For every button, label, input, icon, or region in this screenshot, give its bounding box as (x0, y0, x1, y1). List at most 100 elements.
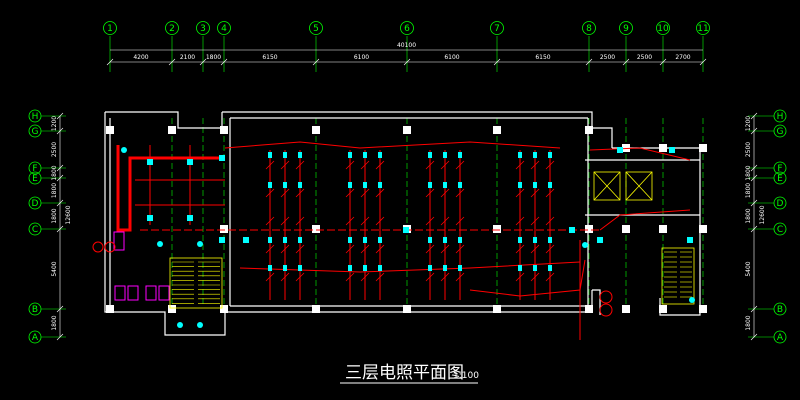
dimension-tick (622, 58, 630, 66)
light-fixture (548, 182, 552, 188)
light-fixture (363, 152, 367, 158)
stair-treads (172, 251, 692, 304)
plan-title: 三层电照平面图 (345, 363, 464, 383)
return-feeder (469, 259, 586, 297)
light-fixture (363, 265, 367, 271)
light-fixture (597, 237, 603, 243)
axis-label: 8 (586, 24, 592, 34)
side-total-dimension-text: 12600 (759, 205, 766, 224)
ceiling-light (197, 322, 203, 328)
light-fixture (518, 237, 522, 243)
switch-tick (345, 272, 355, 282)
light-fixture (518, 265, 522, 271)
axis-label: H (777, 112, 784, 122)
switch-tick (515, 160, 525, 170)
light-fixture (518, 152, 522, 158)
switch-tick (455, 216, 465, 226)
switch-tick (455, 272, 465, 282)
light-fixture (298, 237, 302, 243)
switch-tick (545, 188, 555, 198)
axis-label: 4 (221, 24, 227, 34)
switch-tick (425, 244, 435, 254)
lower-feeder (239, 261, 581, 273)
switch-tick (375, 188, 385, 198)
side-dimension-text: 1800 (745, 183, 752, 198)
axis-label: F (32, 164, 37, 174)
switch-tick (295, 188, 305, 198)
switch-tick (455, 160, 465, 170)
light-fixture (348, 237, 352, 243)
column-marker (220, 126, 228, 134)
axis-label: C (777, 225, 783, 235)
light-fixture (443, 237, 447, 243)
axis-label: 6 (404, 24, 410, 34)
switch-tick (425, 160, 435, 170)
dimension-tick (585, 58, 593, 66)
total-dimension-text: 40100 (397, 42, 416, 49)
axis-label: 3 (200, 24, 206, 34)
dimension-tick (106, 58, 114, 66)
switch-tick (375, 160, 385, 170)
column-marker (493, 305, 501, 313)
axis-label: 7 (494, 24, 500, 34)
switch-tick (530, 188, 540, 198)
segment-dimension-text: 2500 (600, 54, 615, 61)
column-marker (220, 305, 228, 313)
light-fixture (187, 215, 193, 221)
light-fixture (283, 237, 287, 243)
right-top-feeder (589, 147, 691, 161)
restroom-fixtures (113, 231, 170, 301)
light-fixture (458, 265, 462, 271)
column-marker (659, 225, 667, 233)
switch-tick (280, 216, 290, 226)
light-fixture (533, 237, 537, 243)
light-fixture (443, 152, 447, 158)
switch-tick (425, 216, 435, 226)
switch-tick (530, 272, 540, 282)
axis-label: E (777, 174, 783, 184)
axis-bubble (400, 21, 414, 35)
light-fixtures (121, 147, 695, 328)
column-marker (106, 126, 114, 134)
switch-tick (375, 216, 385, 226)
main-trunk (116, 145, 225, 232)
light-fixture (378, 152, 382, 158)
ceiling-light (197, 241, 203, 247)
axis-label: 1 (107, 24, 113, 34)
switch-tick (360, 272, 370, 282)
column-marker (585, 225, 593, 233)
switch-tick (545, 160, 555, 170)
distribution-panel (599, 303, 613, 317)
column-marker (622, 305, 630, 313)
light-fixture (243, 237, 249, 243)
plan-scale: 1:100 (453, 371, 479, 381)
axis-bubble (103, 21, 117, 35)
light-fixture (378, 265, 382, 271)
stairwells (169, 171, 695, 309)
dimension-tick (403, 58, 411, 66)
segment-dimension-text: 6100 (444, 54, 459, 61)
segment-dimension-text: 6150 (262, 54, 277, 61)
distribution-panel (104, 241, 116, 253)
light-fixture (378, 182, 382, 188)
axis-label: D (777, 199, 784, 209)
dimension-tick (220, 58, 228, 66)
light-fixture (268, 237, 272, 243)
switch-tick (265, 272, 275, 282)
switch-tick (455, 188, 465, 198)
switch-tick (360, 216, 370, 226)
column-marker (312, 305, 320, 313)
column-marker (622, 225, 630, 233)
light-fixture (428, 265, 432, 271)
switch-tick (515, 188, 525, 198)
light-fixture (268, 152, 272, 158)
axis-bubble (619, 21, 633, 35)
segment-dimension-text: 4200 (133, 54, 148, 61)
side-dimension-text: 5400 (745, 261, 752, 276)
axis-bubble (490, 21, 504, 35)
segment-dimension-text: 6150 (535, 54, 550, 61)
switch-tick (440, 244, 450, 254)
switch-tick (530, 244, 540, 254)
switch-tick (280, 244, 290, 254)
